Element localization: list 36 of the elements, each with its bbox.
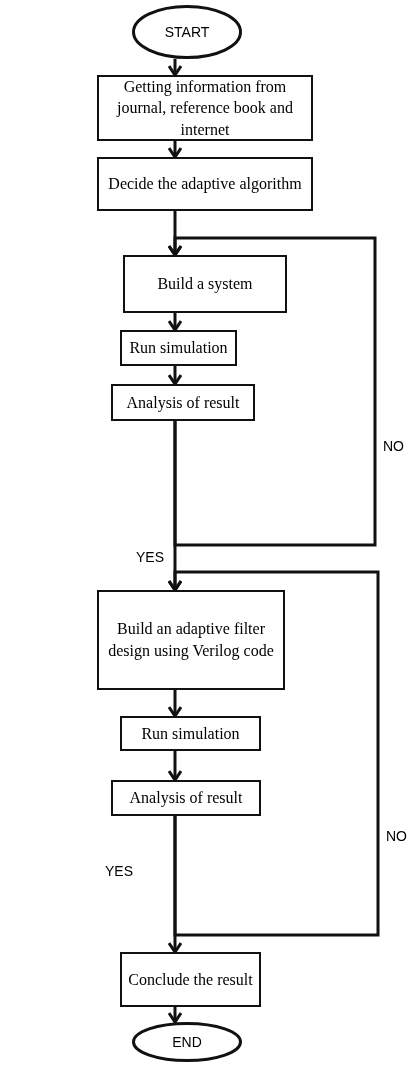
arrow (167, 59, 183, 77)
process-box (123, 255, 287, 313)
arrow (167, 313, 183, 332)
arrow (167, 366, 183, 386)
terminal-ellipse (132, 5, 242, 59)
terminal-ellipse (132, 1022, 242, 1062)
arrow (167, 816, 183, 954)
edge-label: YES (105, 863, 133, 879)
step-text: START (164, 22, 210, 42)
arrow (167, 141, 183, 159)
process-box (97, 75, 313, 141)
step-text: Analysis of result (126, 392, 240, 414)
edge-label: NO (383, 438, 404, 454)
arrow (167, 236, 377, 547)
step-text: Decide the adaptive algorithm (108, 174, 302, 195)
process-box (120, 716, 261, 751)
arrow (167, 1007, 183, 1024)
step-text: Build a system (157, 274, 253, 295)
step-text: Analysis of result (129, 788, 243, 809)
step-text: Build an adaptive filter design using Verilog code (107, 619, 275, 662)
edge-label: NO (386, 828, 407, 844)
process-box (97, 157, 313, 211)
arrow (167, 751, 183, 782)
arrow (167, 690, 183, 718)
step-text: END (172, 1032, 202, 1052)
arrow (167, 570, 380, 937)
process-box (97, 590, 285, 690)
step-text: Conclude the result (128, 969, 253, 990)
step-text: Getting information from journal, reference book and internet (115, 76, 294, 140)
process-box (111, 780, 261, 816)
process-box (111, 384, 255, 421)
step-text: Run simulation (141, 723, 240, 744)
edge-label: YES (136, 549, 164, 565)
process-box (120, 330, 237, 366)
step-text: Run simulation (129, 338, 228, 359)
process-box (120, 952, 261, 1007)
